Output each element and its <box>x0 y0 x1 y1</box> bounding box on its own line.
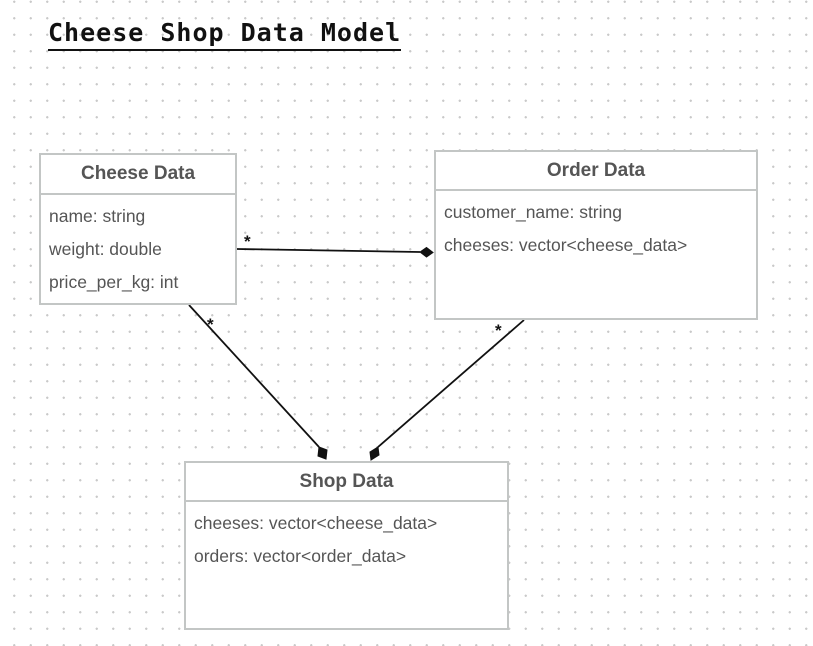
class-shop-data-attributes: cheeses: vector<cheese_data> orders: vec… <box>186 502 507 573</box>
class-shop-data-name: Shop Data <box>186 463 507 502</box>
multiplicity-cheese-order: * <box>244 232 251 251</box>
attribute-name: name: string <box>49 206 146 226</box>
class-cheese-data-name: Cheese Data <box>41 155 235 195</box>
attribute-cheeses: cheeses: vector<cheese_data> <box>194 513 438 533</box>
class-cheese-data[interactable]: Cheese Data name: string weight: double … <box>39 153 237 305</box>
composition-diamond-shop-left <box>317 446 328 460</box>
composition-diamond-order <box>419 246 434 258</box>
attribute-price-per-kg: price_per_kg: int <box>49 272 179 292</box>
class-shop-data[interactable]: Shop Data cheeses: vector<cheese_data> o… <box>184 461 509 630</box>
class-cheese-data-attributes: name: string weight: double price_per_kg… <box>41 195 235 299</box>
composition-diamond-shop-right <box>369 446 380 461</box>
diagram-title: Cheese Shop Data Model <box>48 18 402 51</box>
class-order-data-name: Order Data <box>436 152 756 191</box>
attribute-weight: weight: double <box>49 239 162 259</box>
connector-order-to-shop[interactable] <box>377 319 525 448</box>
multiplicity-order-shop: * <box>495 321 502 340</box>
attribute-cheeses: cheeses: vector<cheese_data> <box>444 235 688 255</box>
class-order-data-attributes: customer_name: string cheeses: vector<ch… <box>436 191 756 262</box>
attribute-orders: orders: vector<order_data> <box>194 546 407 566</box>
attribute-customer-name: customer_name: string <box>444 202 622 222</box>
connector-cheese-to-order[interactable] <box>236 248 421 253</box>
class-order-data[interactable]: Order Data customer_name: string cheeses… <box>434 150 758 320</box>
multiplicity-cheese-shop: * <box>207 315 214 334</box>
